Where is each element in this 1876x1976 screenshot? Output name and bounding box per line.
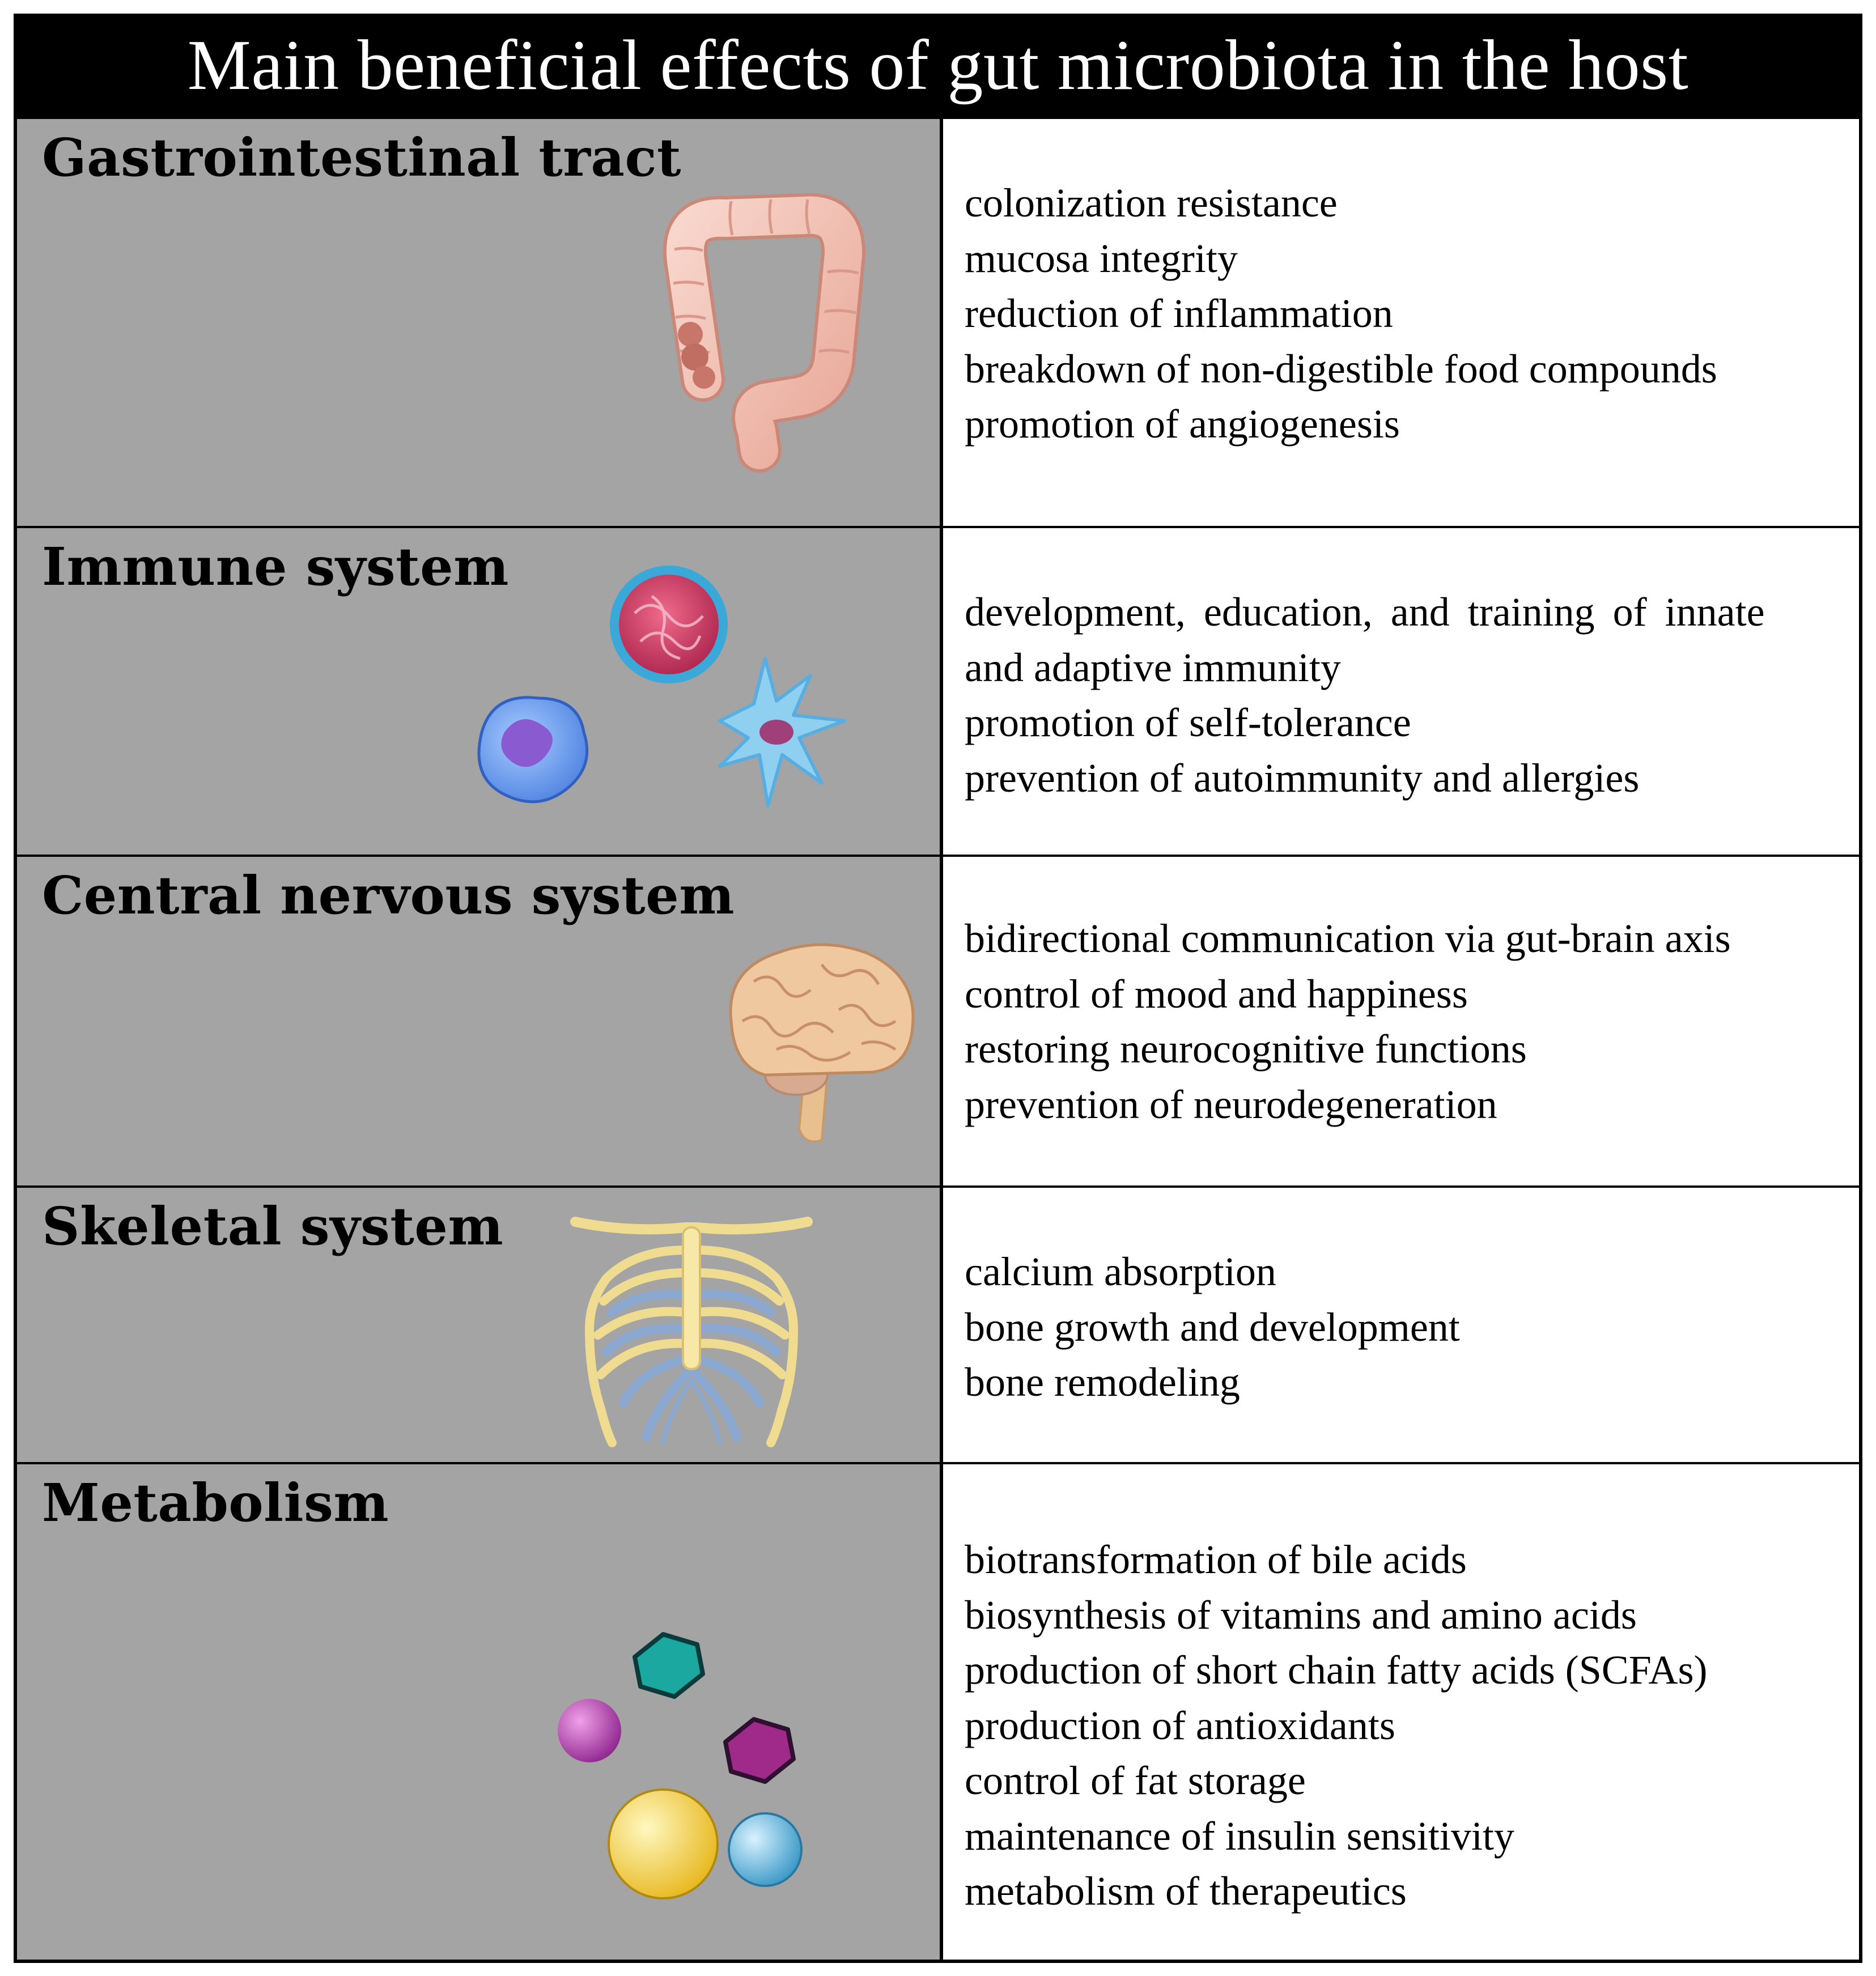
immune-cells-icon (477, 566, 846, 808)
effect-item: and adaptive immunity (965, 644, 1341, 690)
effect-item: promotion of self-tolerance (965, 700, 1411, 745)
category-heading: Skeletal system (42, 1196, 504, 1257)
row-metabolism: Metabolism biotransformation of bile aci… (17, 1464, 1859, 1960)
effect-item: promotion of angiogenesis (965, 401, 1400, 447)
effect-item: control of fat storage (965, 1758, 1306, 1803)
effect-item: prevention of neurodegeneration (965, 1081, 1497, 1127)
category-heading: Metabolism (42, 1472, 389, 1533)
effects-list: biotransformation of bile acids biosynth… (965, 1532, 1707, 1919)
effects-list: development, education, and training of … (965, 585, 1765, 806)
effect-item: biotransformation of bile acids (965, 1537, 1467, 1582)
effect-item: bone remodeling (965, 1359, 1240, 1405)
row-skeletal-system: Skeletal system (17, 1188, 1859, 1462)
effects-panel: calcium absorption bone growth and devel… (943, 1188, 1859, 1462)
category-panel: Immune system (17, 528, 940, 855)
effect-item: production of antioxidants (965, 1702, 1395, 1748)
effect-item: prevention of autoimmunity and allergies (965, 755, 1640, 801)
intestine-icon (663, 193, 865, 473)
effects-panel: colonization resistance mucosa integrity… (943, 119, 1859, 526)
effect-item: breakdown of non-digestible food compoun… (965, 346, 1717, 392)
row-gastrointestinal-tract: Gastrointestinal tract (17, 119, 1859, 526)
effect-item: colonization resistance (965, 180, 1338, 226)
row-central-nervous-system: Central nervous system bidirectional com… (17, 857, 1859, 1185)
effect-item: restoring neurocognitive functions (965, 1026, 1527, 1072)
rib-cage-icon (570, 1217, 813, 1447)
effect-item: metabolism of therapeutics (965, 1868, 1407, 1914)
effect-item: biosynthesis of vitamins and amino acids (965, 1592, 1637, 1638)
category-heading: Immune system (42, 536, 509, 597)
row-immune-system: Immune system (17, 528, 1859, 855)
effect-item: bidirectional communication via gut-brai… (965, 916, 1731, 961)
effects-list: colonization resistance mucosa integrity… (965, 176, 1717, 452)
brain-icon (729, 943, 915, 1143)
figure-title: Main beneficial effects of gut microbiot… (14, 14, 1862, 118)
effects-panel: biotransformation of bile acids biosynth… (943, 1464, 1859, 1960)
effect-item: calcium absorption (965, 1249, 1276, 1294)
category-heading: Central nervous system (42, 865, 735, 926)
category-panel: Central nervous system (17, 857, 940, 1185)
effects-panel: bidirectional communication via gut-brai… (943, 857, 1859, 1185)
effects-list: bidirectional communication via gut-brai… (965, 911, 1731, 1132)
effect-item: reduction of inflammation (965, 291, 1393, 336)
effect-item: bone growth and development (965, 1304, 1460, 1350)
molecules-icon (558, 1632, 803, 1899)
effects-list: calcium absorption bone growth and devel… (965, 1244, 1460, 1410)
effect-item: production of short chain fatty acids (S… (965, 1647, 1708, 1693)
figure-table: Main beneficial effects of gut microbiot… (14, 14, 1862, 1963)
category-panel: Gastrointestinal tract (17, 119, 940, 526)
category-panel: Skeletal system (17, 1188, 940, 1462)
category-heading: Gastrointestinal tract (42, 127, 681, 188)
effect-item: development, education, and training of … (965, 589, 1765, 635)
effects-panel: development, education, and training of … (943, 528, 1859, 855)
effect-item: control of mood and happiness (965, 971, 1468, 1017)
category-panel: Metabolism (17, 1464, 940, 1960)
effect-item: mucosa integrity (965, 235, 1238, 281)
effect-item: maintenance of insulin sensitivity (965, 1813, 1514, 1859)
